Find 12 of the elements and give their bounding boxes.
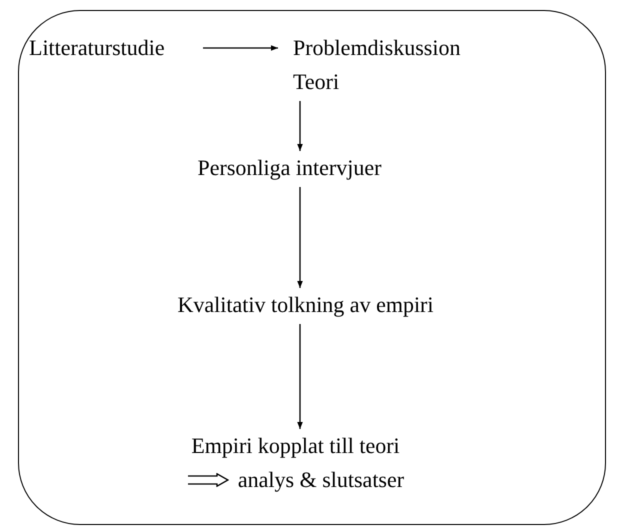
arrow [297,101,303,151]
arrow [297,187,303,288]
node-text: analys & slutsatser [238,466,404,494]
arrow [203,45,278,51]
node-label: Personliga intervjuer [196,154,382,182]
node-label: Litteraturstudie [29,34,166,62]
arrow [297,324,303,429]
node-sublabel: Teori [293,68,340,96]
node-label: Problemdiskussion [293,34,462,62]
node-label: Kvalitativ tolkning av empiri [176,291,434,319]
node-label: Empiri kopplat till teori [190,432,401,460]
rounded-frame [18,10,606,525]
